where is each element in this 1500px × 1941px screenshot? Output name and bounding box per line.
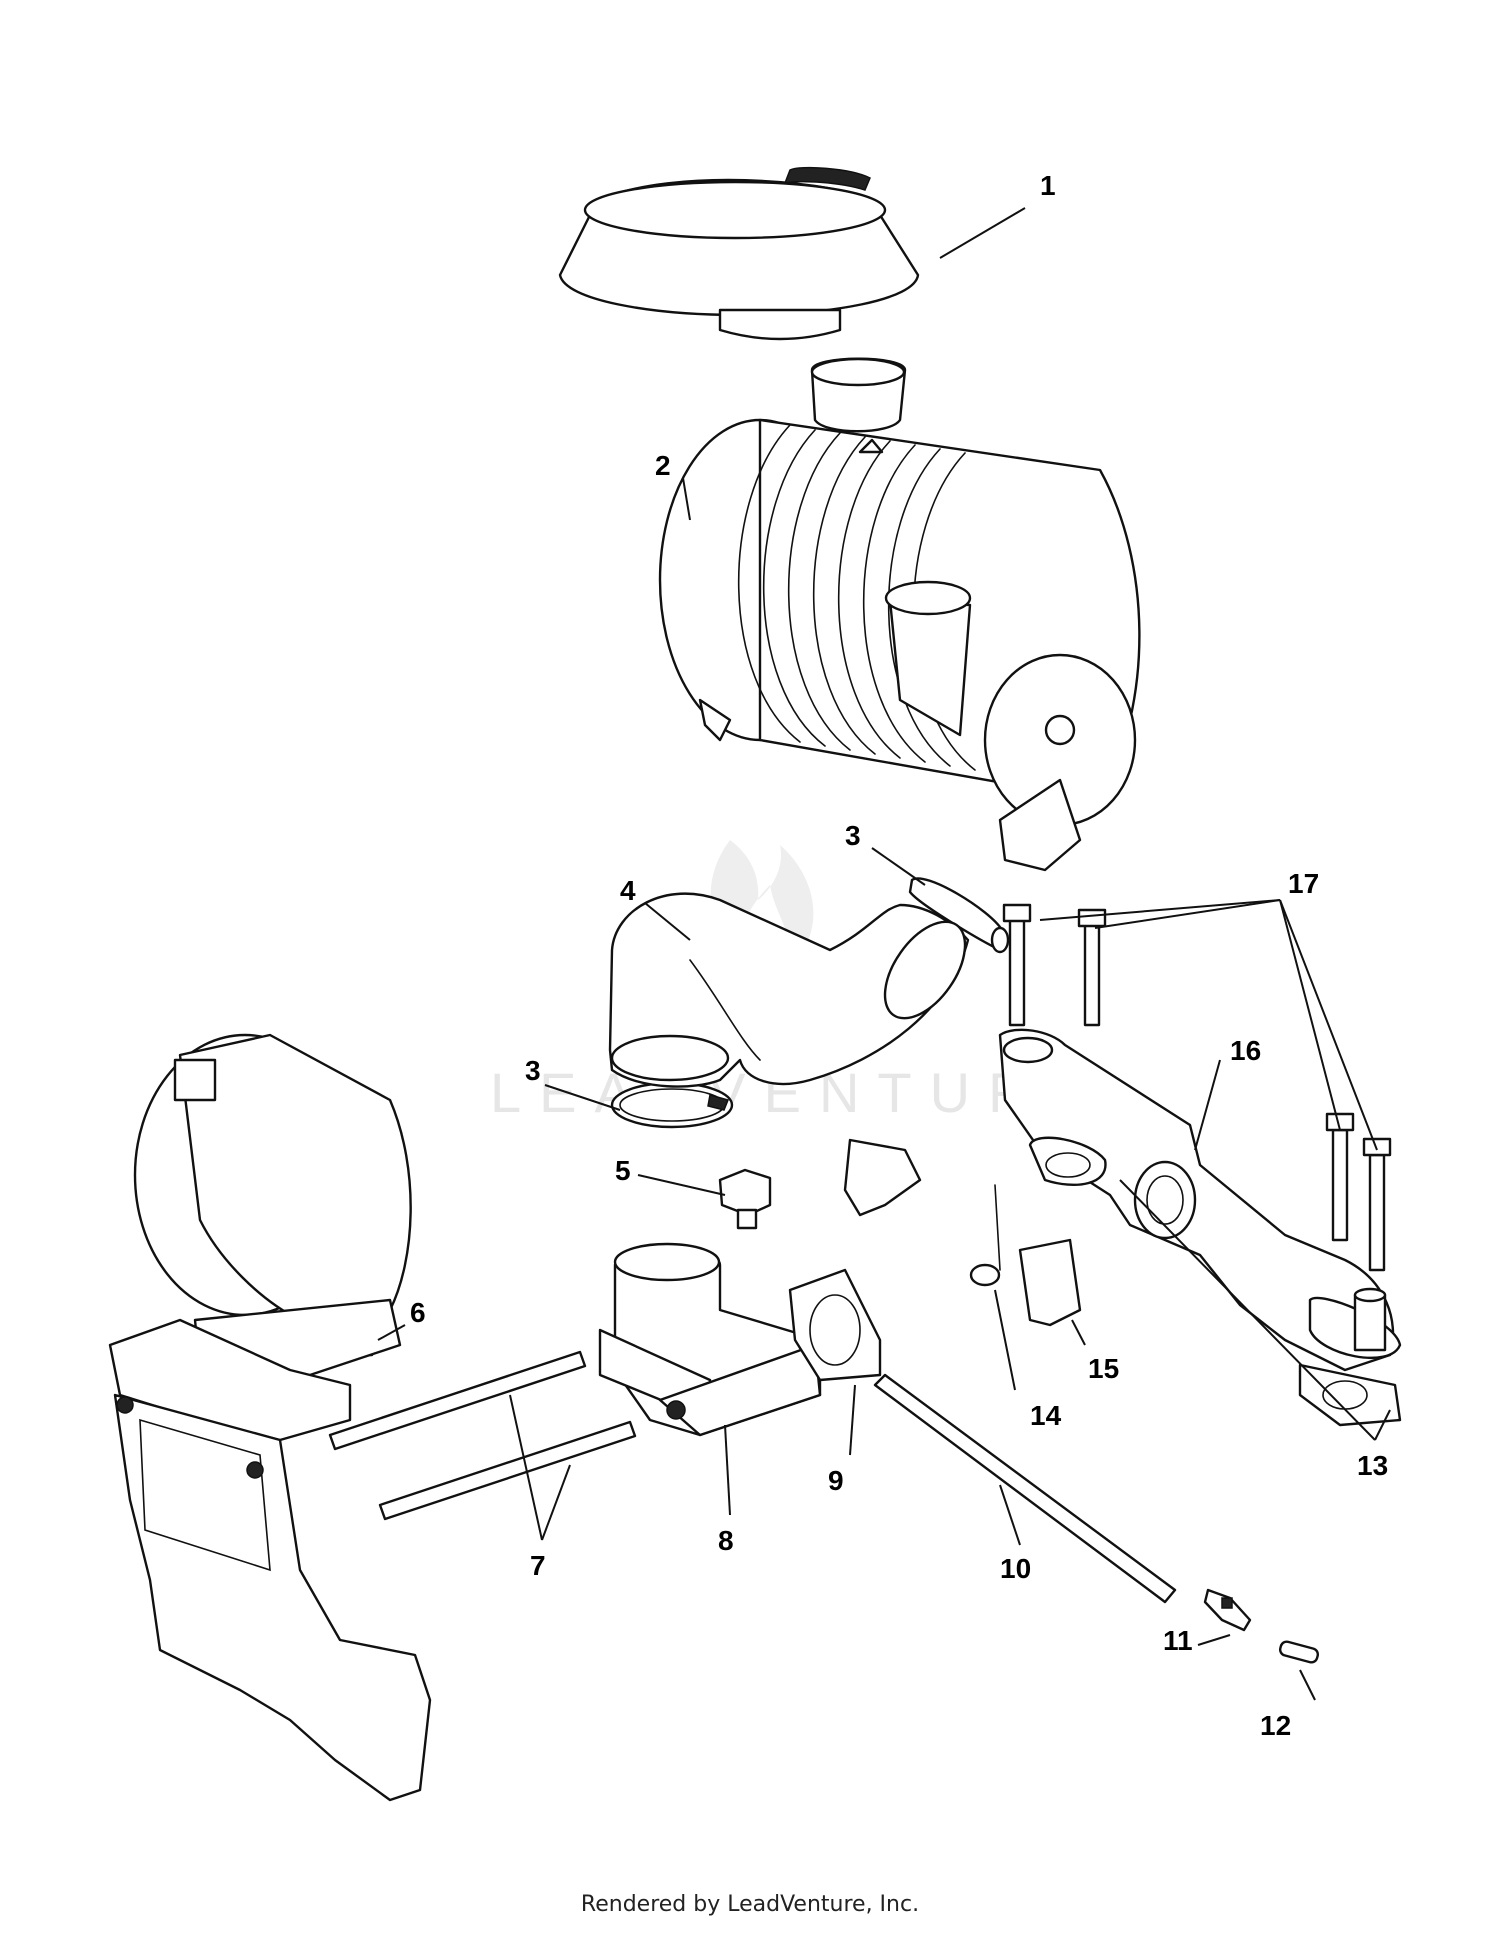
part-8-throttle-body [598, 1242, 822, 1437]
callout-labels: 1 2 3 3 4 5 6 7 8 9 10 11 12 13 14 15 16… [410, 170, 1388, 1741]
callout-10: 10 [1000, 1553, 1031, 1584]
callout-3: 3 [845, 820, 861, 851]
bracket-assembly [108, 1033, 432, 1802]
callout-13: 13 [1357, 1450, 1388, 1481]
callout-14: 14 [1030, 1400, 1062, 1431]
callout-2: 2 [655, 450, 671, 481]
callout-3: 3 [525, 1055, 541, 1086]
part-9-gasket [788, 1268, 882, 1382]
part-17-bolts [1002, 903, 1392, 1272]
part-4-intake-hose [608, 892, 970, 1088]
callout-8: 8 [718, 1525, 734, 1556]
part-10-rod [873, 1373, 1177, 1604]
callout-6: 6 [410, 1297, 426, 1328]
part-3-hose-clamp-upper [908, 877, 1010, 954]
part-1-air-cleaner-cover [558, 166, 920, 433]
callout-5: 5 [615, 1155, 631, 1186]
callout-4: 4 [620, 875, 636, 906]
part-12-pin [1278, 1640, 1320, 1664]
callout-11: 11 [1163, 1625, 1193, 1656]
duct-piece [843, 1138, 922, 1217]
callout-12: 12 [1260, 1710, 1291, 1741]
part-5-fitting [718, 1168, 772, 1230]
part-16-intake-manifold [998, 1028, 1402, 1427]
part-14-clip [969, 1184, 1001, 1287]
part-2-air-cleaner-body [658, 418, 1141, 872]
callout-16: 16 [1230, 1035, 1261, 1066]
part-3-hose-clamp-lower [610, 1081, 734, 1129]
callout-7: 7 [530, 1550, 546, 1581]
callout-1: 1 [1040, 170, 1056, 201]
leader-lines [377, 207, 1391, 1701]
part-15-sensor-block [1018, 1238, 1082, 1327]
footer-credit: Rendered by LeadVenture, Inc. [580, 1892, 920, 1917]
callout-17: 17 [1288, 868, 1319, 899]
part-11-sensor [1203, 1588, 1252, 1632]
callout-9: 9 [828, 1465, 844, 1496]
part-7-rods [328, 1350, 637, 1521]
callout-15: 15 [1088, 1353, 1119, 1384]
